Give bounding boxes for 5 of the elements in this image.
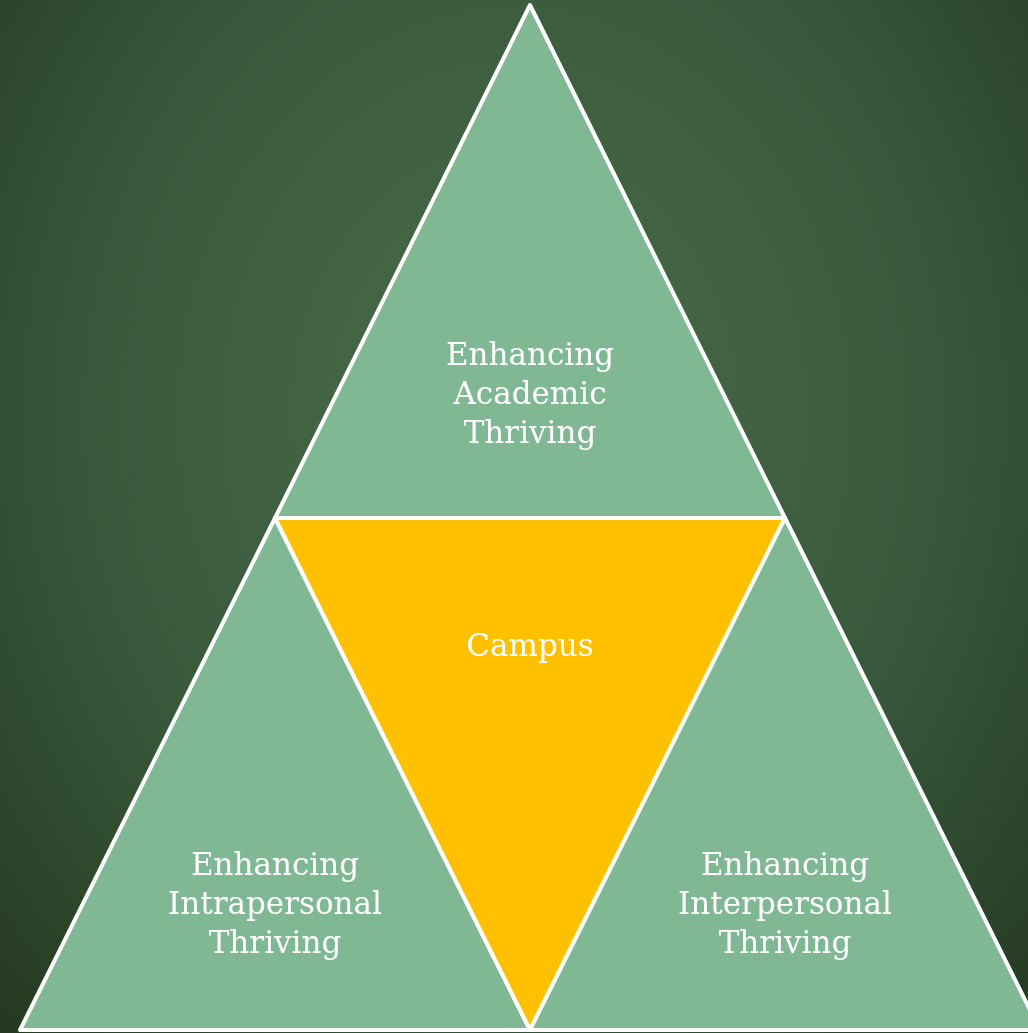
- segment-label: Campus: [466, 626, 594, 665]
- segment-label: Enhancing Intrapersonal Thriving: [167, 845, 383, 962]
- triangle-segment: [275, 5, 785, 518]
- segment-label: Enhancing Interpersonal Thriving: [677, 845, 893, 962]
- segment-label: Enhancing Academic Thriving: [444, 335, 616, 452]
